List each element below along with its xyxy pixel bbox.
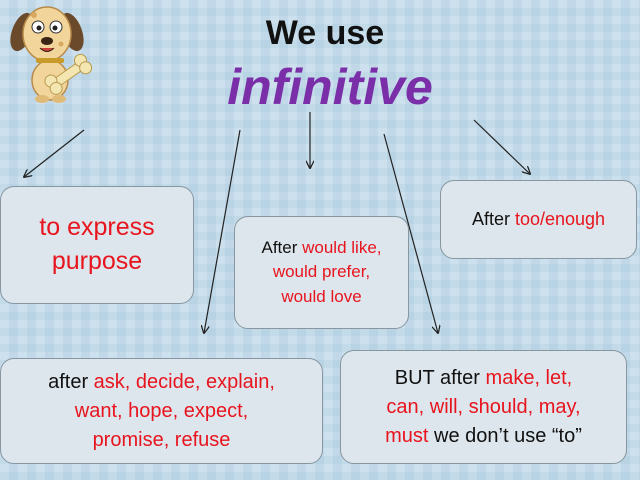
would-prefix: After [261,238,298,258]
but-line3: must [385,424,429,447]
too-enough-content: After too/enough [472,209,605,230]
would-like-content: After would like, would prefer, would lo… [261,236,381,308]
would-line2: would prefer, [272,262,371,282]
but-line1: make, let, [485,366,573,389]
box-would-like: After would like, would prefer, would lo… [234,216,409,329]
verbs-prefix: after [48,370,89,393]
too-highlight: too/enough [514,209,606,229]
box-but-after: BUT after make, let, can, will, should, … [340,350,627,464]
purpose-text: to express purpose [39,213,155,275]
arrow-to-too-enough [473,119,530,174]
verbs-line1: ask, decide, explain, [93,370,275,393]
would-line3: would love [281,286,362,306]
arrow-to-verbs [204,129,241,333]
verbs-line3: promise, refuse [92,428,231,451]
but-suffix: we don’t use “to” [434,424,582,447]
too-prefix: After [471,209,510,229]
box-too-enough: After too/enough [440,180,637,259]
would-line1: would like, [302,238,382,258]
box-express-purpose: to express purpose [0,186,194,304]
title-we-use: We use [265,14,385,52]
title-infinitive: infinitive [227,59,433,115]
arrow-to-but [383,133,438,333]
verbs-line2: want, hope, expect, [74,399,249,422]
verbs-content: after ask, decide, explain, want, hope, … [48,368,275,455]
box-verbs-list: after ask, decide, explain, want, hope, … [0,358,323,464]
arrow-to-purpose [24,129,85,177]
but-prefix: BUT after [394,366,480,389]
dog-with-bone-icon [10,6,93,103]
but-line2: can, will, should, may, [386,395,581,418]
but-content: BUT after make, let, can, will, should, … [385,364,582,451]
